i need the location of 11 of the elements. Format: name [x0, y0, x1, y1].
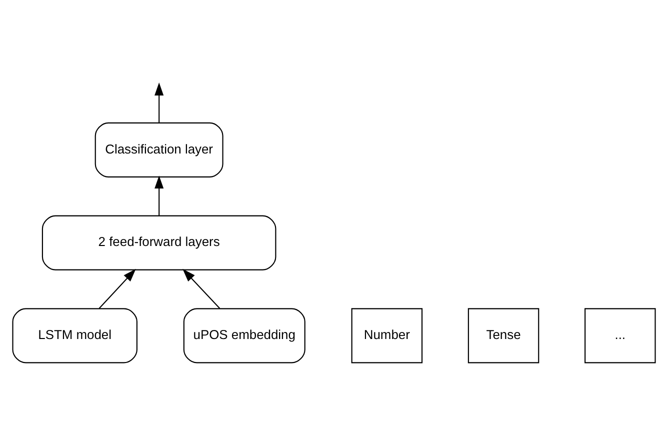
- arrow: [154, 82, 164, 123]
- arrow: [98, 268, 136, 309]
- node-box: LSTM model: [12, 308, 138, 364]
- arrow: [182, 268, 220, 309]
- node-box: uPOS embedding: [183, 308, 306, 364]
- node-box: Tense: [468, 308, 540, 364]
- node-box: ...: [584, 308, 656, 364]
- node-box: Classification layer: [94, 122, 224, 178]
- arrow: [154, 176, 164, 216]
- node-box: 2 feed-forward layers: [42, 215, 276, 270]
- node-box: Number: [351, 308, 423, 364]
